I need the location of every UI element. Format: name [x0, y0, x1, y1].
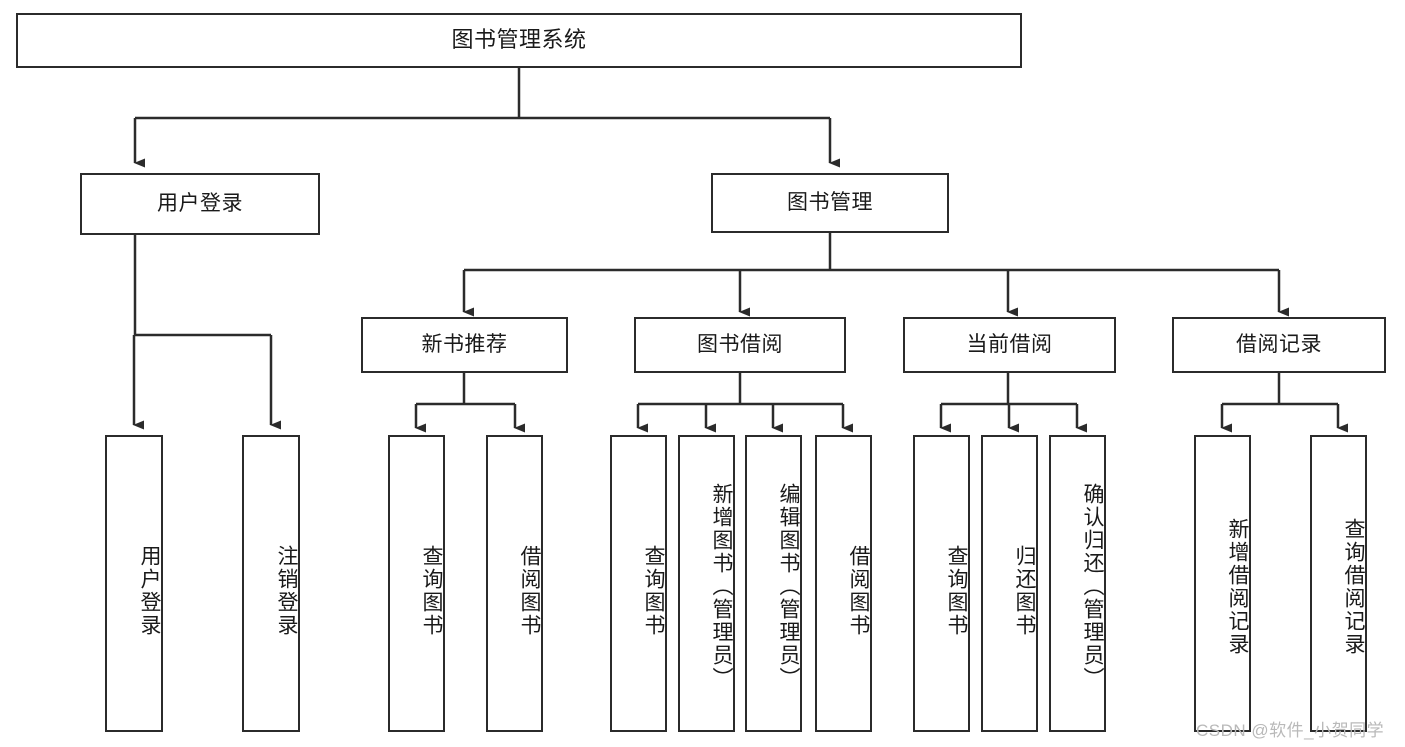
node-borrow-record[interactable]: 借阅记录 — [1172, 317, 1386, 373]
node-leaf-borrow-book-1[interactable]: 借阅图书 — [486, 435, 543, 732]
node-label: 查询图书 — [420, 544, 443, 637]
node-label: 图书借阅 — [697, 333, 783, 357]
node-leaf-query-record[interactable]: 查询借阅记录 — [1310, 435, 1367, 732]
node-leaf-query-book-3[interactable]: 查询图书 — [913, 435, 970, 732]
node-label: 注销登录 — [275, 544, 298, 637]
node-leaf-add-record[interactable]: 新增借阅记录 — [1194, 435, 1251, 732]
node-leaf-logout-login[interactable]: 注销登录 — [242, 435, 300, 732]
node-label: 用户登录 — [157, 192, 243, 216]
node-label: 图书管理系统 — [451, 27, 587, 53]
node-user-login[interactable]: 用户登录 — [80, 173, 320, 235]
node-leaf-query-book-2[interactable]: 查询图书 — [610, 435, 667, 732]
node-leaf-edit-book[interactable]: 编辑图书（管理员） — [745, 435, 802, 732]
node-label: 借阅记录 — [1236, 333, 1322, 357]
node-label: 借阅图书 — [847, 544, 870, 637]
node-leaf-return-book[interactable]: 归还图书 — [981, 435, 1038, 732]
node-label: 查询借阅记录 — [1342, 517, 1365, 656]
node-leaf-add-book[interactable]: 新增图书（管理员） — [678, 435, 735, 732]
node-label: 编辑图书（管理员） — [777, 483, 800, 690]
node-label: 查询图书 — [945, 544, 968, 637]
node-label: 确认归还（管理员） — [1081, 483, 1104, 690]
node-book-borrow[interactable]: 图书借阅 — [634, 317, 846, 373]
node-root-book-management-system[interactable]: 图书管理系统 — [16, 13, 1022, 68]
node-label: 当前借阅 — [966, 333, 1053, 357]
node-label: 用户登录 — [138, 544, 161, 637]
node-new-book-recommend[interactable]: 新书推荐 — [361, 317, 568, 373]
node-leaf-query-book-1[interactable]: 查询图书 — [388, 435, 445, 732]
node-label: 新增借阅记录 — [1226, 517, 1249, 656]
node-label: 借阅图书 — [518, 544, 541, 637]
node-book-manage[interactable]: 图书管理 — [711, 173, 949, 233]
node-leaf-user-login[interactable]: 用户登录 — [105, 435, 163, 732]
node-label: 新书推荐 — [421, 333, 508, 357]
node-current-borrow[interactable]: 当前借阅 — [903, 317, 1116, 373]
node-label: 新增图书（管理员） — [710, 483, 733, 690]
node-label: 查询图书 — [642, 544, 665, 637]
node-leaf-borrow-book-2[interactable]: 借阅图书 — [815, 435, 872, 732]
node-label: 图书管理 — [787, 191, 873, 215]
node-leaf-confirm-return[interactable]: 确认归还（管理员） — [1049, 435, 1106, 732]
node-label: 归还图书 — [1013, 544, 1036, 637]
